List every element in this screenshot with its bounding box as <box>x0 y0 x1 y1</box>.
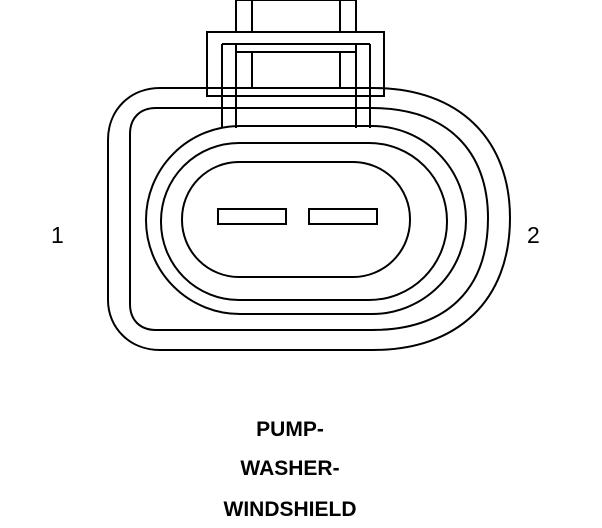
caption-line-pump: PUMP- <box>256 418 324 441</box>
caption-line-windshield: WINDSHIELD <box>223 498 357 521</box>
connector-housing-outer <box>107 87 512 351</box>
connector-pin-cavity <box>181 161 411 278</box>
pin-label-2: 2 <box>527 222 540 248</box>
connector-housing-inner <box>129 107 490 331</box>
connector-seal-outer <box>145 125 467 315</box>
pin-label-1: 1 <box>51 222 64 248</box>
terminal-pin-1 <box>217 208 287 225</box>
connector-seal-middle <box>160 142 448 301</box>
caption-line-washer: WASHER- <box>240 457 340 480</box>
terminal-pin-2 <box>308 208 378 225</box>
